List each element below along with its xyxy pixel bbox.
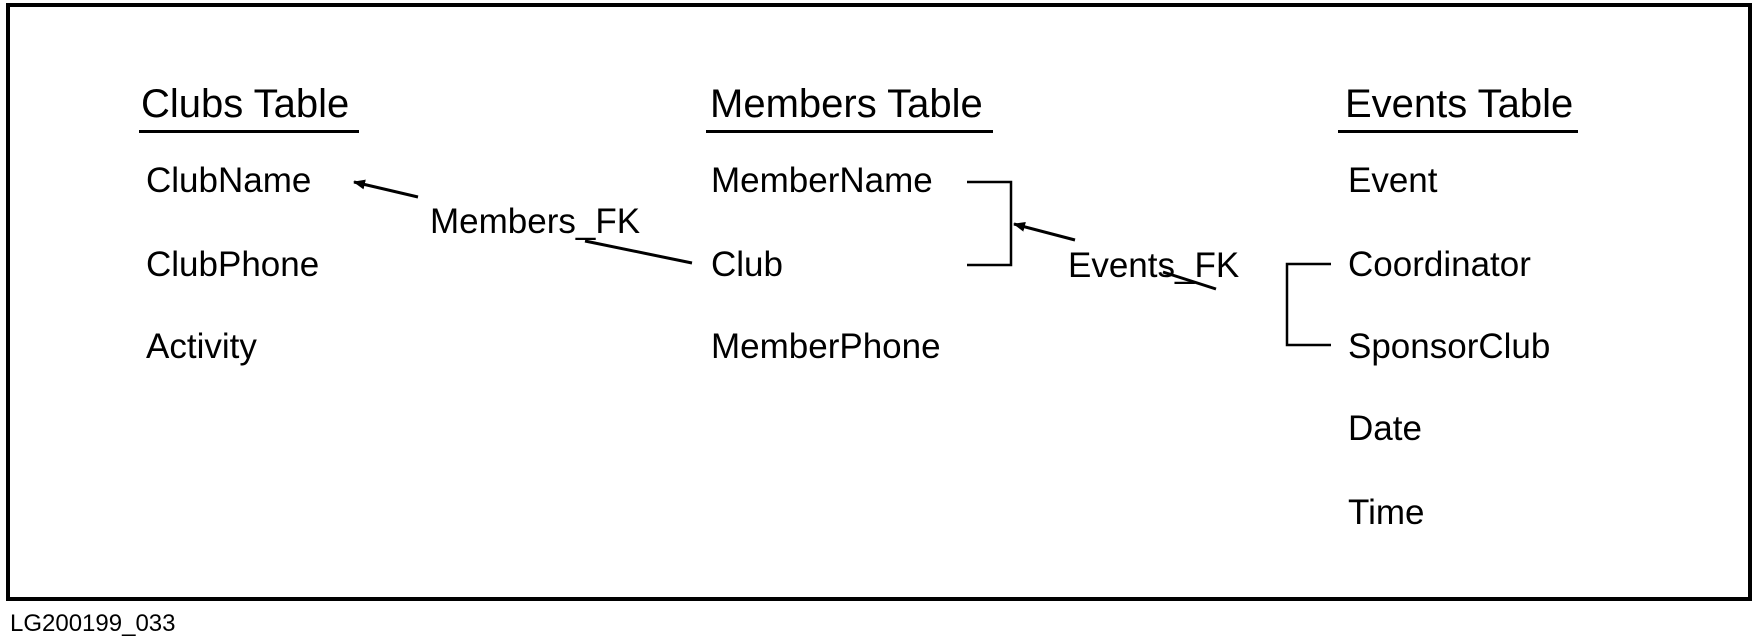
members-fk-label: Members_FK — [430, 202, 641, 241]
figure-id-caption: LG200199_033 — [10, 610, 176, 637]
events-fk-label: Events_FK — [1068, 246, 1240, 285]
members-fk-line-lower — [584, 239, 693, 265]
events-fk-arrow — [1013, 221, 1076, 242]
events-column-date: Date — [1348, 409, 1422, 448]
members-column-club: Club — [711, 245, 783, 284]
events-column-coordinator: Coordinator — [1348, 245, 1531, 284]
events-column-event: Event — [1348, 161, 1438, 200]
members-column-memberphone: MemberPhone — [711, 327, 941, 366]
events-fk-line-lower — [1162, 270, 1217, 291]
clubs-table-title-underline — [139, 130, 359, 133]
events-table-title-underline — [1338, 130, 1578, 133]
clubs-column-clubphone: ClubPhone — [146, 245, 320, 284]
members-table-title-underline — [706, 130, 993, 133]
events-column-sponsorclub: SponsorClub — [1348, 327, 1551, 366]
members-key-bracket — [967, 180, 1013, 267]
members-column-membername: MemberName — [711, 161, 933, 200]
clubs-table-title: Clubs Table — [141, 82, 350, 126]
events-key-bracket — [1285, 262, 1331, 347]
events-table-title: Events Table — [1345, 82, 1574, 126]
members-fk-arrow — [353, 179, 419, 199]
events-column-time: Time — [1348, 493, 1425, 532]
members-table-title: Members Table — [710, 82, 983, 126]
clubs-column-clubname: ClubName — [146, 161, 312, 200]
clubs-column-activity: Activity — [146, 327, 257, 366]
diagram-frame — [6, 3, 1752, 601]
